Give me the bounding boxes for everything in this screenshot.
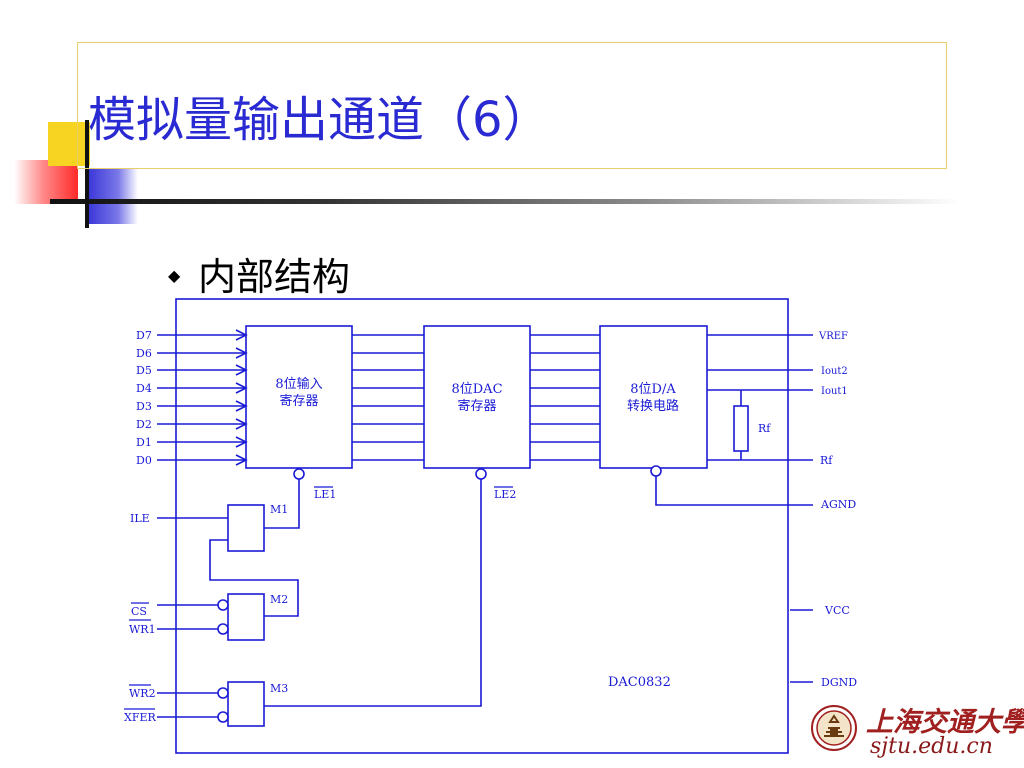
gate-m3: [227, 681, 265, 727]
university-name: 上海交通大學: [866, 707, 1024, 738]
data-input-lines: [157, 329, 248, 466]
le2-label: LE2: [494, 488, 516, 501]
wr2-bubble: [217, 687, 229, 699]
input-register-label: 8位输入寄存器: [275, 376, 322, 409]
gate-m2-label: M2: [270, 593, 288, 606]
dgnd-label: DGND: [821, 676, 857, 689]
gate-m2: [227, 593, 265, 641]
m2-to-m1: [209, 539, 299, 617]
title-accent-blue: [88, 168, 138, 224]
rf-label: Rf: [820, 454, 833, 467]
vref-label: VREF: [818, 331, 848, 342]
gate-m1-label: M1: [270, 503, 288, 516]
input-register-block: [245, 325, 353, 469]
gate-m3-label: M3: [270, 682, 288, 695]
dac-register-block: [423, 325, 531, 469]
m1-to-le1: [264, 479, 300, 529]
converter-bubble: [650, 465, 662, 477]
cs-bubble: [217, 599, 229, 611]
xfer-label: XFER: [124, 711, 156, 724]
xfer-bubble: [217, 711, 229, 723]
university-url: sjtu.edu.cn: [870, 734, 993, 759]
agnd-label: AGND: [820, 498, 856, 511]
bus-lines-2: [530, 334, 600, 461]
wr2-label: WR2: [129, 687, 156, 700]
le1-bubble: [293, 468, 305, 480]
ile-label: ILE: [130, 512, 150, 525]
data-input-label: D7: [136, 329, 152, 342]
data-input-label: D0: [136, 454, 152, 467]
le2-bubble: [475, 468, 487, 480]
university-seal-icon: [811, 705, 857, 751]
bullet-item: ◆ 内部结构: [168, 246, 350, 301]
iout2-label: Iout2: [821, 366, 848, 377]
title-accent-yellow: [48, 122, 90, 166]
title-divider: [50, 199, 960, 204]
slide-title: 模拟量输出通道（6）: [88, 92, 551, 148]
title-accent-red: [14, 160, 78, 204]
le1-label: LE1: [314, 488, 336, 501]
gate-m1: [227, 504, 265, 552]
resistor-label: Rf: [758, 422, 771, 435]
title-frame: [77, 42, 947, 169]
bus-lines-1: [352, 334, 424, 461]
data-input-label: D4: [136, 382, 152, 395]
cs-label: CS: [131, 605, 147, 618]
data-input-label: D1: [136, 436, 152, 449]
vcc-label: VCC: [824, 604, 850, 617]
rf-resistor: [733, 405, 749, 452]
chip-outline: [175, 298, 789, 754]
iout1-label: Iout1: [821, 386, 848, 397]
wr1-bubble: [217, 623, 229, 635]
converter-block: [599, 325, 708, 469]
agnd-line: [655, 475, 813, 506]
bullet-text: 内部结构: [198, 255, 351, 299]
data-input-label: D6: [136, 347, 152, 360]
m3-to-le2: [264, 479, 482, 707]
wr1-label: WR1: [129, 623, 156, 636]
chip-name: DAC0832: [608, 675, 671, 690]
title-vertical-rule: [85, 120, 89, 228]
university-logo: 上海交通大學 sjtu.edu.cn: [808, 700, 1024, 762]
overbars: [124, 486, 513, 710]
data-input-label: D5: [136, 364, 152, 377]
data-input-label: D2: [136, 418, 152, 431]
diamond-bullet-icon: ◆: [168, 266, 181, 285]
data-input-label: D3: [136, 400, 152, 413]
